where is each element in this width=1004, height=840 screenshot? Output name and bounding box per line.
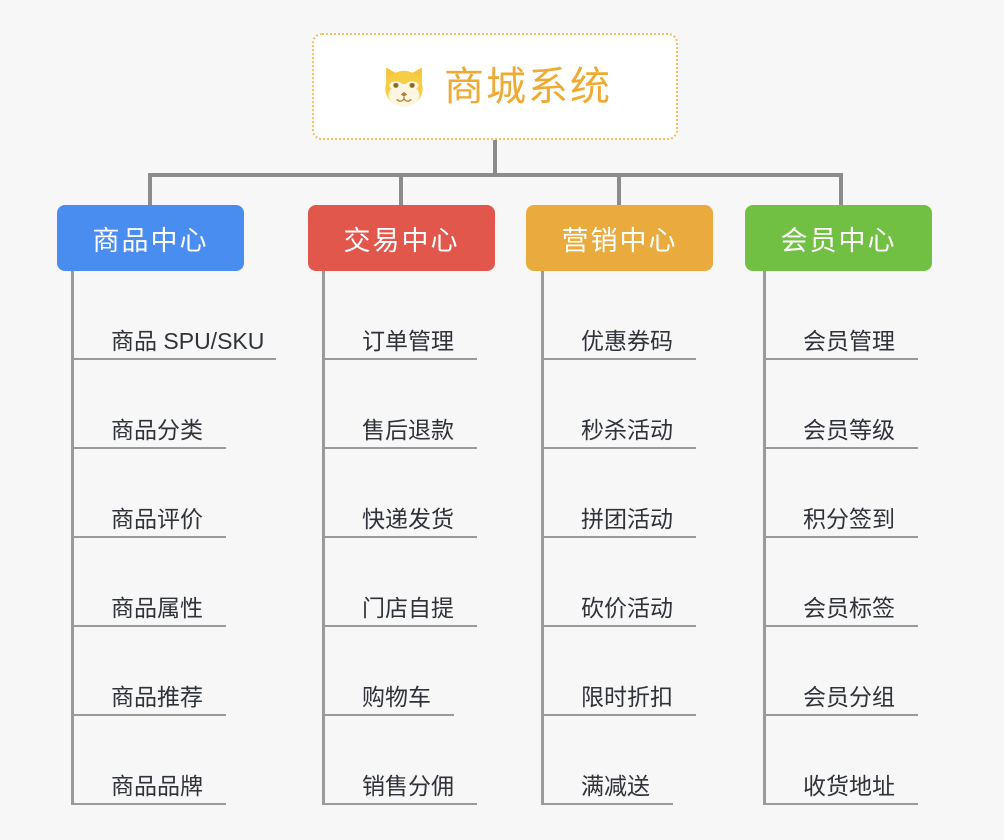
category-card-product-center[interactable]: 商品中心: [57, 205, 244, 271]
leaf-underline: [322, 803, 477, 805]
leaf-item[interactable]: 收货地址: [763, 716, 973, 805]
leaf-column-member-center: 会员管理 会员等级 积分签到 会员标签 会员分组 收货地址: [763, 271, 973, 805]
leaf-item[interactable]: 会员分组: [763, 627, 973, 716]
leaf-underline: [763, 625, 918, 627]
leaf-spine-product-center: [71, 271, 74, 805]
leaf-item[interactable]: 商品 SPU/SKU: [71, 271, 281, 360]
leaf-item-label: 订单管理: [362, 327, 454, 354]
leaf-item-label: 商品属性: [111, 594, 203, 621]
leaf-spine-trade-center: [322, 271, 325, 805]
category-card-marketing-center[interactable]: 营销中心: [526, 205, 713, 271]
leaf-item[interactable]: 积分签到: [763, 449, 973, 538]
leaf-underline: [71, 536, 226, 538]
leaf-item-label: 拼团活动: [581, 505, 673, 532]
leaf-item[interactable]: 购物车: [322, 627, 532, 716]
connector-drop-trade-center: [399, 173, 403, 206]
leaf-item[interactable]: 秒杀活动: [541, 360, 751, 449]
category-card-trade-center[interactable]: 交易中心: [308, 205, 495, 271]
leaf-underline: [541, 358, 696, 360]
shiba-dog-face-icon: [385, 67, 423, 106]
leaf-item[interactable]: 商品属性: [71, 538, 281, 627]
connector-drop-marketing-center: [617, 173, 621, 206]
leaf-spine-marketing-center: [541, 271, 544, 805]
leaf-underline: [763, 447, 918, 449]
leaf-item-label: 收货地址: [803, 772, 895, 799]
leaf-item-label: 快递发货: [362, 505, 454, 532]
leaf-item[interactable]: 限时折扣: [541, 627, 751, 716]
leaf-item[interactable]: 会员等级: [763, 360, 973, 449]
leaf-item-label: 会员分组: [803, 683, 895, 710]
leaf-item[interactable]: 门店自提: [322, 538, 532, 627]
leaf-underline: [541, 803, 673, 805]
leaf-item[interactable]: 商品评价: [71, 449, 281, 538]
leaf-item-label: 门店自提: [362, 594, 454, 621]
leaf-item[interactable]: 满减送: [541, 716, 751, 805]
leaf-item-label: 商品 SPU/SKU: [111, 327, 265, 354]
root-title: 商城系统: [444, 64, 612, 109]
leaf-item[interactable]: 快递发货: [322, 449, 532, 538]
leaf-item-label: 商品评价: [111, 505, 203, 532]
leaf-item-label: 售后退款: [362, 416, 454, 443]
category-label-member-center: 会员中心: [780, 225, 897, 256]
leaf-item-label: 砍价活动: [581, 594, 673, 621]
leaf-underline: [763, 536, 918, 538]
leaf-item-label: 满减送: [581, 772, 650, 799]
leaf-item[interactable]: 优惠券码: [541, 271, 751, 360]
leaf-item[interactable]: 砍价活动: [541, 538, 751, 627]
leaf-underline: [322, 358, 477, 360]
leaf-item[interactable]: 拼团活动: [541, 449, 751, 538]
leaf-underline: [763, 714, 918, 716]
root-node[interactable]: 商城系统: [312, 33, 678, 140]
leaf-item[interactable]: 售后退款: [322, 360, 532, 449]
leaf-underline: [541, 714, 696, 716]
leaf-item-label: 优惠券码: [581, 327, 673, 354]
connector-horizontal-bus: [148, 173, 843, 177]
leaf-underline: [71, 358, 276, 360]
leaf-underline: [322, 625, 477, 627]
leaf-item-label: 商品推荐: [111, 683, 203, 710]
leaf-column-trade-center: 订单管理 售后退款 快递发货 门店自提 购物车 销售分佣: [322, 271, 532, 805]
leaf-item-label: 积分签到: [803, 505, 895, 532]
leaf-item-label: 商品品牌: [111, 772, 203, 799]
leaf-underline: [763, 803, 918, 805]
leaf-underline: [541, 447, 696, 449]
leaf-underline: [322, 714, 454, 716]
leaf-underline: [541, 625, 696, 627]
leaf-item-label: 秒杀活动: [581, 416, 673, 443]
category-label-product-center: 商品中心: [92, 225, 209, 256]
category-label-trade-center: 交易中心: [343, 225, 460, 256]
leaf-column-product-center: 商品 SPU/SKU 商品分类 商品评价 商品属性 商品推荐 商品品牌: [71, 271, 281, 805]
leaf-underline: [541, 536, 696, 538]
leaf-underline: [71, 447, 226, 449]
leaf-underline: [763, 358, 918, 360]
leaf-item[interactable]: 会员管理: [763, 271, 973, 360]
leaf-item-label: 限时折扣: [581, 683, 673, 710]
leaf-item[interactable]: 商品推荐: [71, 627, 281, 716]
leaf-item[interactable]: 商品品牌: [71, 716, 281, 805]
leaf-underline: [71, 625, 226, 627]
leaf-underline: [322, 447, 477, 449]
leaf-item-label: 销售分佣: [362, 772, 454, 799]
connector-drop-member-center: [839, 173, 843, 206]
category-card-member-center[interactable]: 会员中心: [745, 205, 932, 271]
leaf-item[interactable]: 订单管理: [322, 271, 532, 360]
leaf-underline: [322, 536, 477, 538]
leaf-underline: [71, 803, 226, 805]
leaf-item-label: 会员管理: [803, 327, 895, 354]
leaf-item[interactable]: 商品分类: [71, 360, 281, 449]
leaf-item-label: 会员等级: [803, 416, 895, 443]
leaf-column-marketing-center: 优惠券码 秒杀活动 拼团活动 砍价活动 限时折扣 满减送: [541, 271, 751, 805]
connector-root-trunk: [493, 140, 497, 175]
leaf-item-label: 商品分类: [111, 416, 203, 443]
leaf-underline: [71, 714, 226, 716]
leaf-item[interactable]: 会员标签: [763, 538, 973, 627]
leaf-item-label: 购物车: [362, 683, 431, 710]
leaf-item[interactable]: 销售分佣: [322, 716, 532, 805]
category-label-marketing-center: 营销中心: [561, 225, 678, 256]
connector-drop-product-center: [148, 173, 152, 206]
leaf-spine-member-center: [763, 271, 766, 805]
leaf-item-label: 会员标签: [803, 594, 895, 621]
